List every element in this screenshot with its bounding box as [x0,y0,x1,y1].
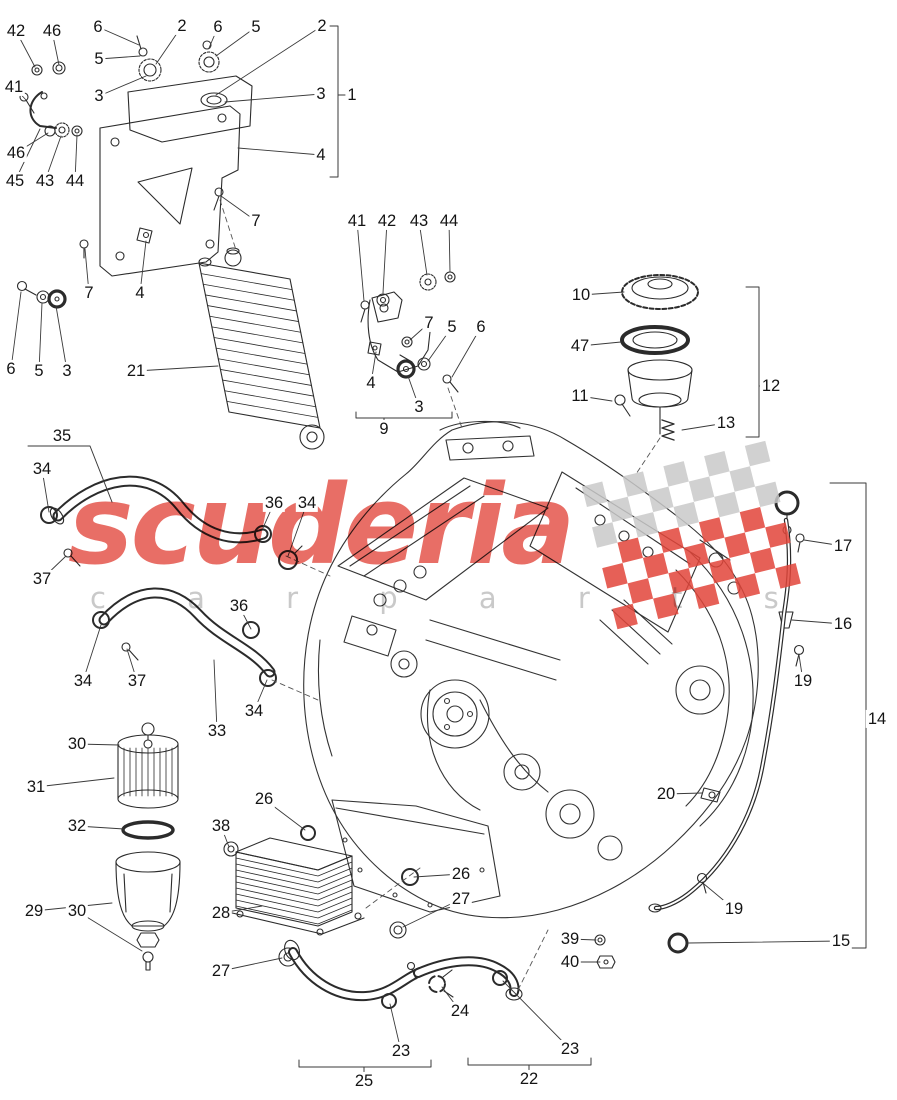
bracket-1 [329,25,344,178]
assembly-guide-lines [219,199,661,991]
engine-block [303,420,759,919]
bracket-22 [467,1057,592,1071]
oil-heat-exchanger [223,825,419,967]
oil-filter-assembly [115,722,181,971]
engine-bracket-group9 [360,271,459,393]
mounting-bracket-assembly [16,35,253,309]
bracket-35 [27,445,113,503]
bracket-14 [829,482,870,949]
coolant-hoses [40,475,303,687]
bracket-9 [355,411,453,423]
bracket-25 [298,1059,432,1073]
bracket-12 [745,286,764,438]
leader-lines [10,25,878,1052]
checkered-flag-watermark [581,440,801,630]
oil-cooler-radiator [198,247,325,450]
thermostat-assembly [614,274,699,441]
oil-pipes [284,934,616,1009]
